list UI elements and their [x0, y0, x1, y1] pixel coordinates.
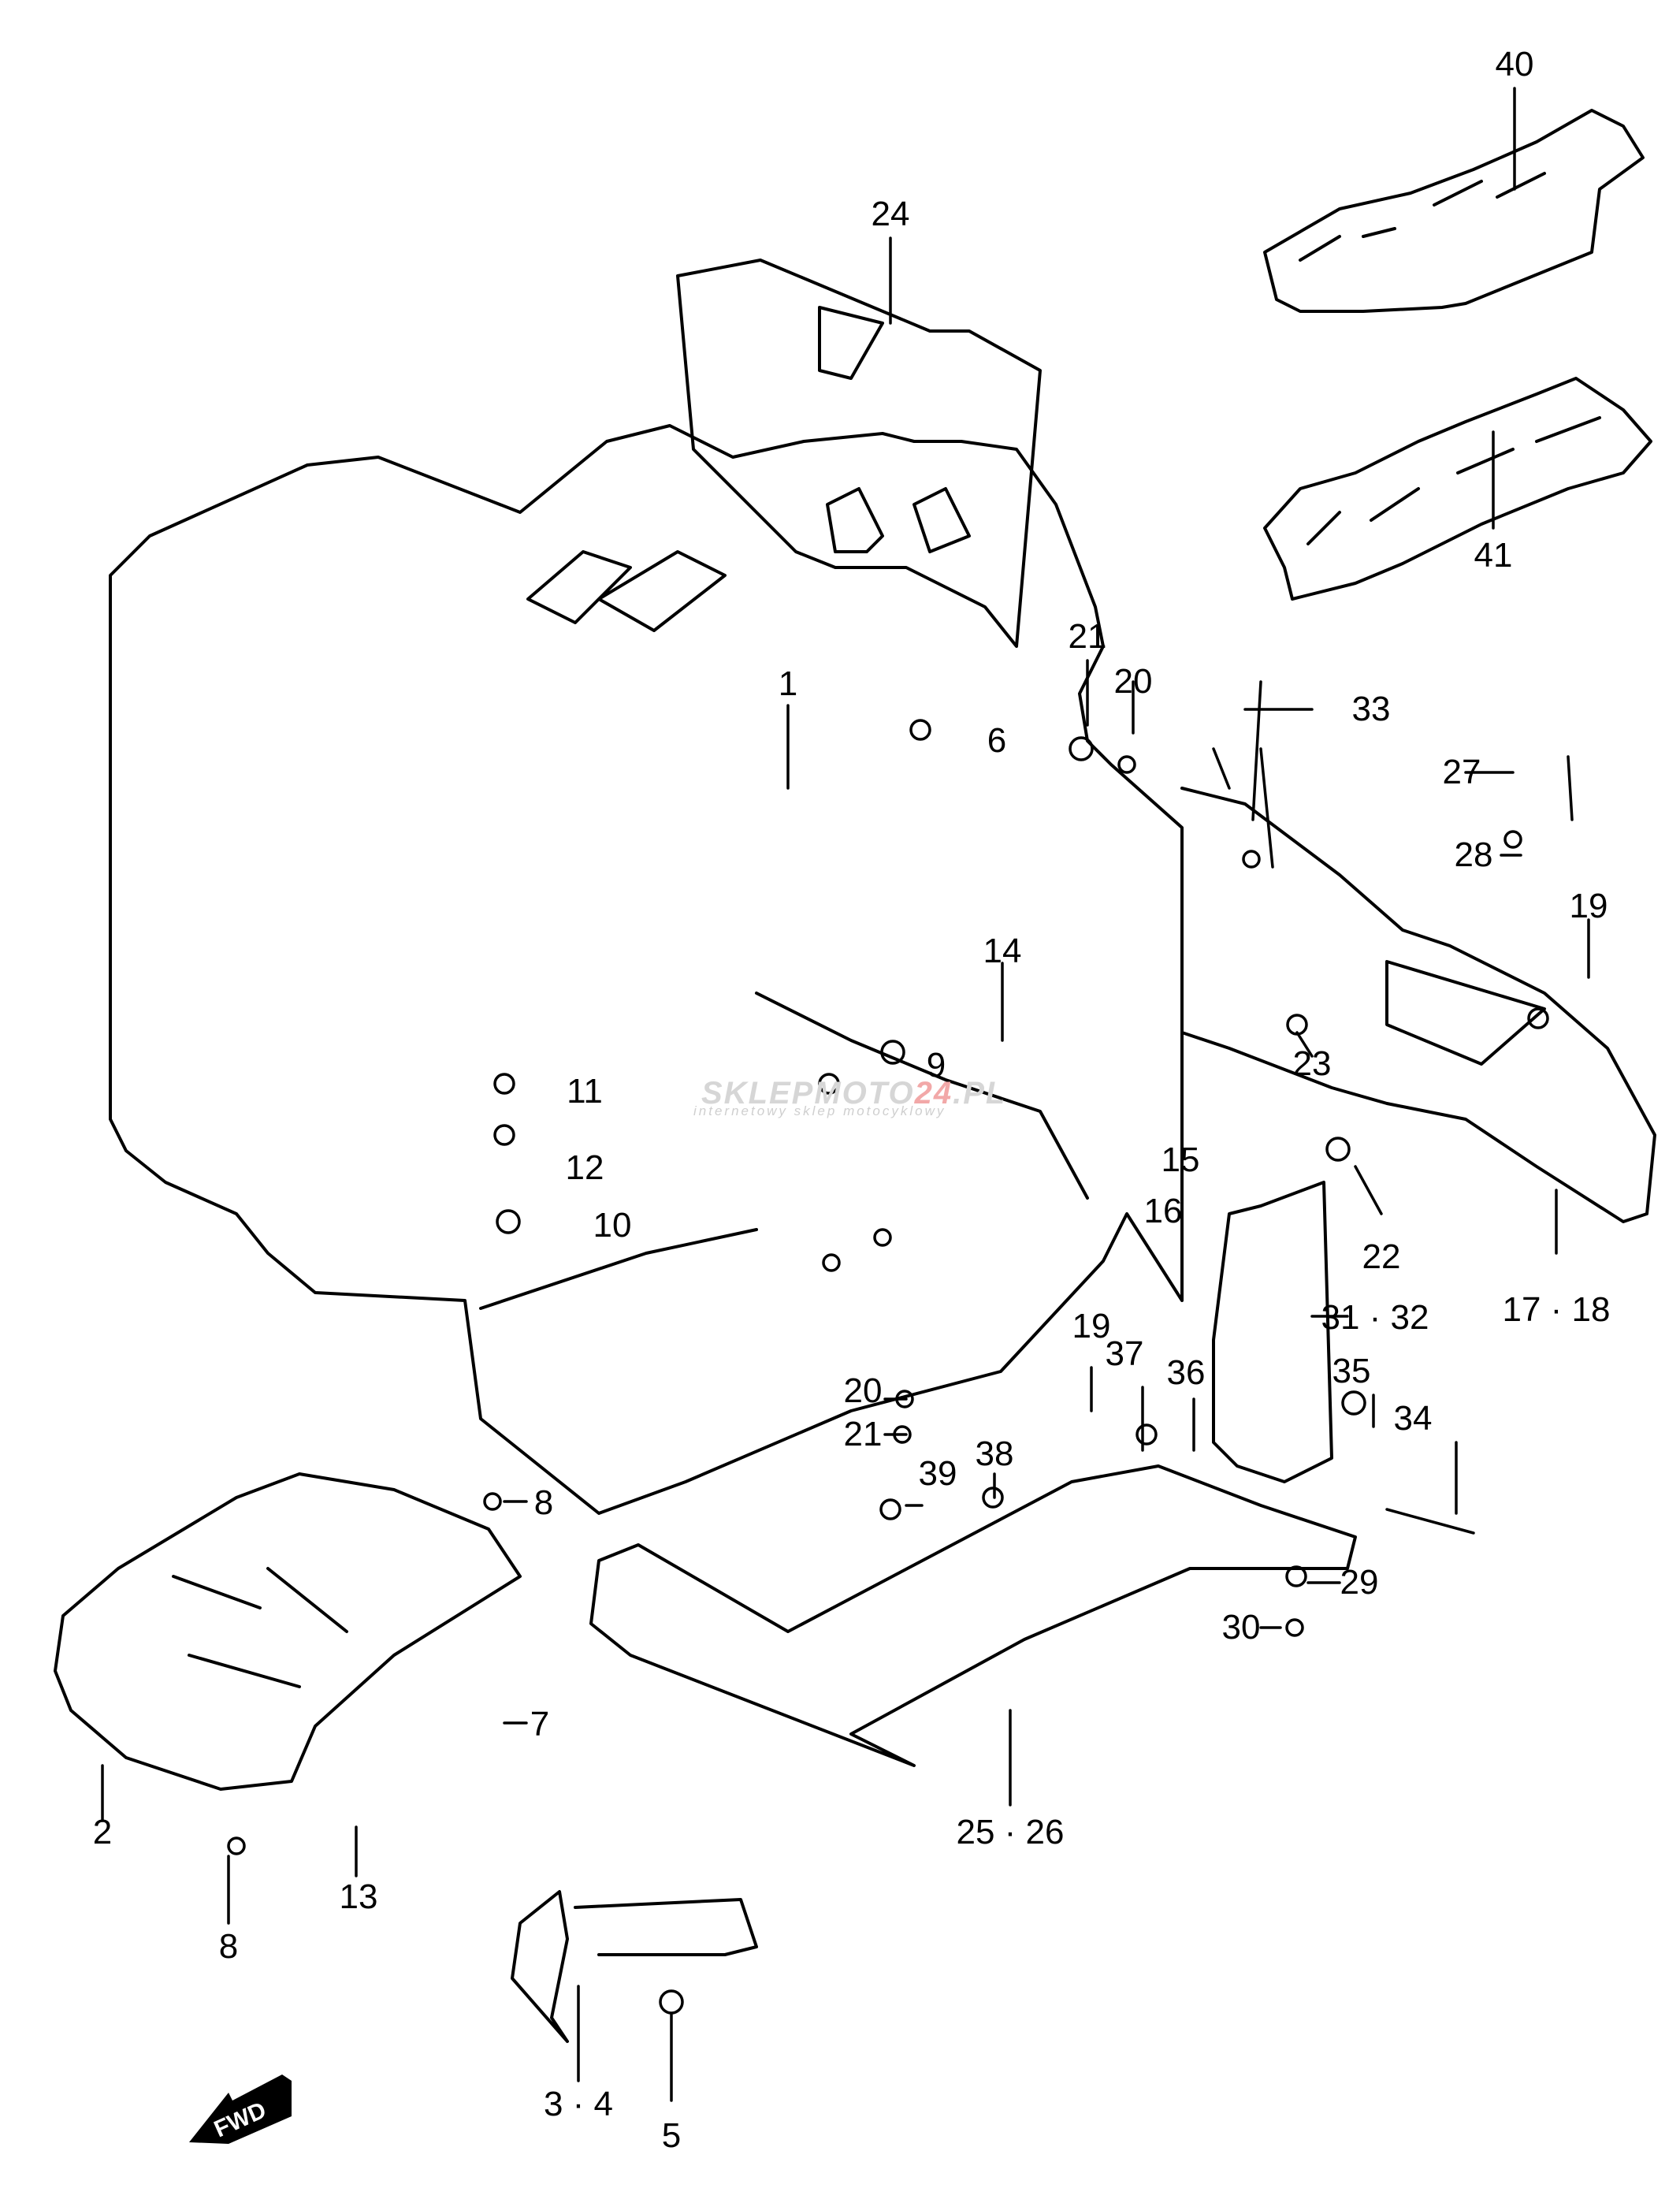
label-28: 28: [1454, 835, 1493, 874]
label-41: 41: [1474, 536, 1513, 575]
label-25-26: 25 · 26: [956, 1813, 1065, 1851]
label-9: 9: [926, 1046, 946, 1085]
decal-41-outline: [1263, 377, 1652, 601]
label-39: 39: [918, 1454, 957, 1493]
label-13: 13: [339, 1877, 378, 1916]
label-5: 5: [661, 2116, 682, 2155]
label-8-top: 8: [533, 1483, 554, 1522]
label-11: 11: [567, 1072, 603, 1111]
label-15: 15: [1161, 1141, 1200, 1179]
watermark-tagline: internetowy sklep motocyklowy: [693, 1103, 946, 1118]
label-34: 34: [1393, 1399, 1433, 1438]
part-24-outline: [676, 259, 1042, 648]
label-40: 40: [1495, 45, 1534, 84]
label-38: 38: [975, 1434, 1014, 1473]
part-17-18-outline: [1180, 787, 1656, 1223]
label-29: 29: [1340, 1563, 1379, 1602]
label-3-4: 3 · 4: [543, 2085, 614, 2123]
label-10: 10: [593, 1206, 632, 1245]
part-25-26-outline: [589, 1464, 1357, 1767]
label-17-18: 17 · 18: [1502, 1290, 1611, 1329]
label-22: 22: [1362, 1237, 1401, 1276]
label-8-bottom: 8: [218, 1927, 239, 1966]
part-3-4-outline: [511, 1890, 758, 2043]
label-19-right: 19: [1569, 887, 1608, 925]
label-21-mid: 21: [843, 1415, 883, 1453]
label-6: 6: [987, 721, 1007, 760]
label-2: 2: [92, 1813, 113, 1851]
label-21-top: 21: [1068, 617, 1107, 656]
label-36: 36: [1166, 1353, 1206, 1392]
part-31-32-outline: [1212, 1181, 1333, 1483]
label-37: 37: [1105, 1334, 1144, 1373]
decal-40-outline: [1263, 109, 1645, 313]
label-30: 30: [1221, 1608, 1261, 1647]
label-14: 14: [983, 932, 1022, 970]
label-27: 27: [1442, 753, 1481, 791]
watermark-brand: SKLEPMOTO24.PL: [701, 1076, 1007, 1111]
part-1-front-fender: [109, 424, 1184, 1515]
label-35: 35: [1332, 1352, 1371, 1390]
label-1: 1: [778, 664, 798, 703]
fastener-glyphs: [227, 719, 1574, 2015]
label-19-mid: 19: [1072, 1307, 1111, 1345]
label-20-top: 20: [1113, 662, 1153, 701]
part-2-outline: [54, 1472, 522, 1791]
fwd-arrow-icon: [189, 2075, 292, 2144]
label-16: 16: [1143, 1192, 1183, 1230]
label-24: 24: [871, 195, 910, 233]
label-31-32: 31 · 32: [1321, 1298, 1429, 1337]
label-33: 33: [1351, 690, 1391, 728]
label-12: 12: [565, 1148, 604, 1187]
label-7: 7: [530, 1705, 550, 1743]
label-20-mid: 20: [843, 1371, 883, 1410]
leader-lines: [101, 87, 1590, 2102]
label-23: 23: [1292, 1044, 1332, 1083]
